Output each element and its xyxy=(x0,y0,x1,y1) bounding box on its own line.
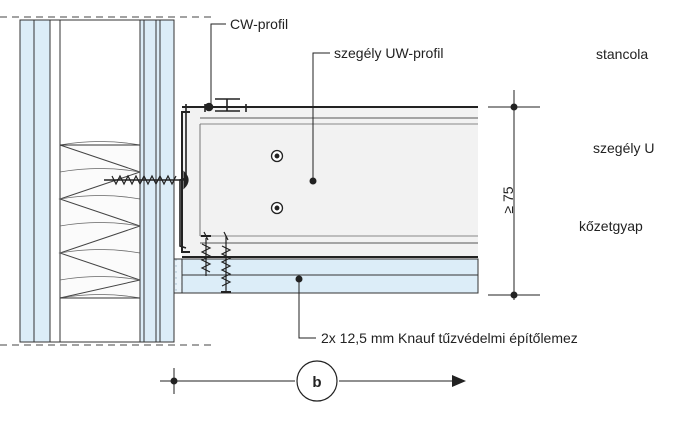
punch-hole-symbols xyxy=(270,149,284,215)
uw-profile xyxy=(181,106,478,258)
uw-profile-label: szegély UW-profil xyxy=(334,45,443,61)
leader-uw xyxy=(312,52,330,181)
wall-screw xyxy=(104,170,189,190)
leader-board-dot xyxy=(295,275,303,283)
wall-boards-left xyxy=(19,19,51,343)
side-label-3: kőzetgyap xyxy=(579,218,643,234)
wall-boards-right xyxy=(139,19,175,343)
leader-cw xyxy=(210,23,226,106)
axis-b-label: b xyxy=(312,374,321,391)
dimension-line xyxy=(488,90,540,300)
leader-board xyxy=(298,279,316,339)
wall-insulation xyxy=(49,19,142,343)
board-label: 2x 12,5 mm Knauf tűzvédelmi építőlemez xyxy=(321,330,578,346)
dimension-label: ≥ 75 xyxy=(500,186,516,213)
axis-b-arrow xyxy=(160,360,466,402)
leader-uw-dot xyxy=(309,177,317,185)
board-screws xyxy=(200,231,232,293)
cw-profile-label: CW-profil xyxy=(230,16,288,32)
axis-b-circle xyxy=(296,360,338,402)
side-label-1: stancola xyxy=(596,46,648,62)
side-label-2: szegély U xyxy=(593,140,654,156)
fire-boards xyxy=(173,258,479,294)
